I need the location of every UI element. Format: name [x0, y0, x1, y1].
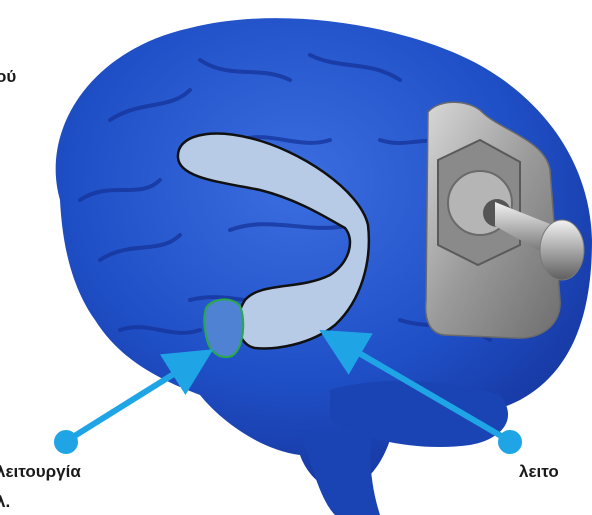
arrow-dot-left: [54, 430, 78, 454]
toggle-switch-icon: [426, 102, 584, 338]
label-bottom-right: λειτο: [519, 462, 559, 482]
arrow-to-amygdala: [68, 362, 193, 440]
label-top-left: ού: [0, 67, 16, 87]
label-bottom-left-cut: λ.: [0, 492, 10, 512]
arrow-dot-right: [498, 430, 522, 454]
label-bottom-left: λειτουργία: [0, 462, 81, 482]
amygdala-shape: [204, 299, 243, 357]
